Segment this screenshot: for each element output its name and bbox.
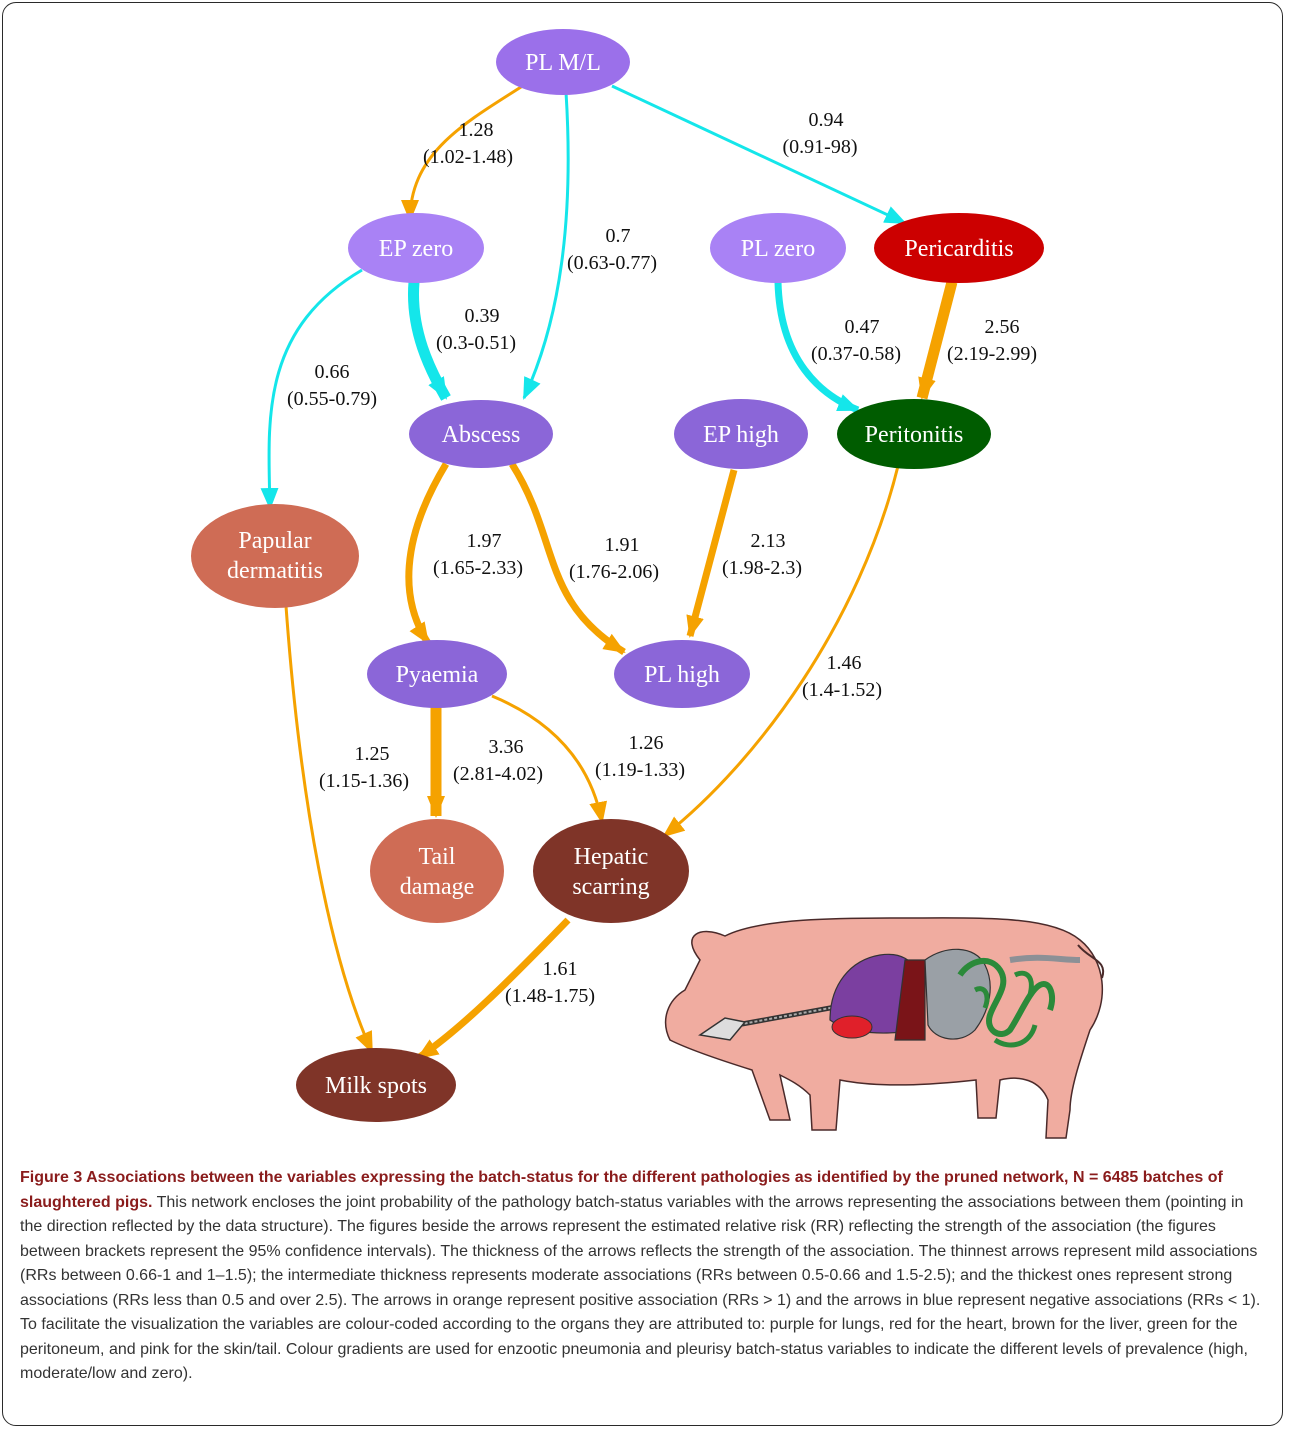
node-label: EP zero [379, 236, 453, 262]
node-label: damage [400, 874, 475, 900]
node-pyaemia: Pyaemia [367, 640, 507, 708]
node-label: PL high [644, 662, 720, 688]
edge-epzero-papular [260, 268, 363, 510]
edge-label-ci: (2.81-4.02) [453, 763, 543, 785]
pig-trachea [719, 994, 901, 1029]
node-abscess: Abscess [409, 400, 553, 468]
pig-rectum [1009, 954, 1081, 963]
pig-illustration [664, 917, 1105, 1139]
edge-hepatic-milk [416, 917, 571, 1061]
edge-label-rr: 1.28 [459, 119, 494, 141]
node-papular-dermatitis: Papular dermatitis [191, 504, 359, 608]
edge-label-rr: 0.47 [845, 316, 880, 338]
node-label: Abscess [442, 422, 521, 448]
caption-title: Figure 3 Associations between the variab… [20, 1169, 1223, 1211]
edge-label-ci: (2.19-2.99) [947, 343, 1037, 365]
edge-label-ci: (0.91-98) [783, 136, 858, 158]
node-pl-zero: PL zero [710, 213, 846, 283]
edge-label-rr: 0.7 [606, 225, 631, 247]
edge-pyaemia-hepatic [491, 694, 608, 824]
edge-labels: 1.28 (1.02-1.48) 0.7 (0.63-0.77) 0.94 (0… [287, 109, 1037, 1007]
pig-intestines [957, 958, 1055, 1037]
node-pericarditis: Pericarditis [874, 213, 1044, 283]
edge-label-ci: (0.3-0.51) [436, 332, 516, 354]
node-label: EP high [703, 422, 779, 448]
node-label: Milk spots [325, 1073, 427, 1099]
node-tail-damage: Tail damage [370, 819, 504, 923]
caption-body: This network encloses the joint probabil… [20, 1193, 1261, 1383]
edge-label-ci: (1.48-1.75) [505, 985, 595, 1007]
node-ep-zero: EP zero [348, 213, 484, 283]
network-diagram: 1.28 (1.02-1.48) 0.7 (0.63-0.77) 0.94 (0… [191, 29, 1105, 1139]
pig-tail [1077, 944, 1105, 979]
node-label: dermatitis [227, 558, 323, 584]
edge-label-rr: 1.97 [467, 530, 502, 552]
edge-label-ci: (0.63-0.77) [567, 252, 657, 274]
node-peritonitis: Peritonitis [837, 399, 991, 469]
node-pl-ml: PL M/L [496, 29, 630, 95]
edge-label-rr: 1.25 [355, 743, 390, 765]
edge-plml-abscess [522, 91, 570, 400]
edge-label-ci: (0.55-0.79) [287, 388, 377, 410]
node-label: Pyaemia [396, 662, 479, 688]
edge-label-ci: (1.15-1.36) [319, 770, 409, 792]
node-label: Pericarditis [904, 236, 1013, 262]
edge-label-rr: 0.94 [809, 109, 844, 131]
edge-abscess-pyaemia [405, 462, 449, 645]
edge-label-rr: 0.39 [465, 305, 500, 327]
edge-label-rr: 3.36 [489, 736, 524, 758]
node-pl-high: PL high [614, 640, 750, 708]
node-label: Peritonitis [865, 422, 964, 448]
edge-label-ci: (1.65-2.33) [433, 557, 523, 579]
edge-peritonitis-hepatic [662, 465, 900, 838]
node-label: Hepatic [574, 844, 649, 870]
edge-papular-milk [284, 605, 374, 1054]
edge-plml-pericarditis [611, 84, 907, 225]
node-ep-high: EP high [674, 399, 808, 469]
edge-label-ci: (1.98-2.3) [722, 557, 802, 579]
edge-label-rr: 1.26 [629, 732, 664, 754]
edge-plml-epzero [401, 78, 533, 222]
edge-label-ci: (1.02-1.48) [423, 146, 513, 168]
edge-label-ci: (0.37-0.58) [811, 343, 901, 365]
nodes: PL M/L EP zero PL zero Pericarditis Absc… [191, 29, 1044, 1122]
edge-label-rr: 1.91 [605, 534, 640, 556]
edge-label-rr: 1.61 [543, 958, 578, 980]
node-hepatic-scarring: Hepatic scarring [533, 819, 689, 923]
edge-epzero-abscess [407, 281, 451, 401]
edge-ephigh-plhigh [686, 469, 738, 638]
node-label: Papular [238, 528, 311, 554]
node-label: scarring [572, 874, 649, 900]
pig-heart [831, 1015, 873, 1039]
edge-label-rr: 0.66 [315, 361, 350, 383]
pig-tongue [698, 1017, 747, 1041]
node-label: PL M/L [525, 50, 601, 76]
edge-plzero-peritonitis [774, 281, 860, 414]
pig-intestines [973, 970, 1038, 1048]
edge-label-rr: 2.56 [985, 316, 1020, 338]
edge-pericarditis-peritonitis [916, 280, 958, 400]
edge-label-ci: (1.19-1.33) [595, 759, 685, 781]
node-label: PL zero [741, 236, 815, 262]
node-label: Tail [419, 844, 456, 870]
edge-label-ci: (1.4-1.52) [802, 679, 882, 701]
edge-label-ci: (1.76-2.06) [569, 561, 659, 583]
edge-label-rr: 1.46 [827, 652, 862, 674]
edge-abscess-plhigh [509, 462, 626, 655]
edge-label-rr: 2.13 [751, 530, 786, 552]
edges [260, 78, 958, 1061]
figure-caption: Figure 3 Associations between the variab… [20, 1166, 1270, 1387]
pig-liver [894, 959, 926, 1041]
node-milk-spots: Milk spots [296, 1048, 456, 1122]
